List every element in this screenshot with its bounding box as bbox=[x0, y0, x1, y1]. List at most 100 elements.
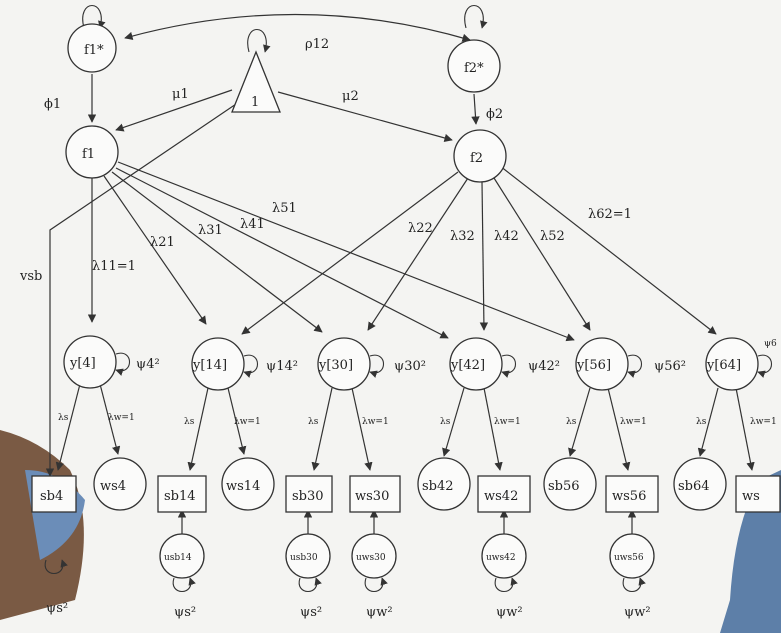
ws-node-14: ws14 bbox=[221, 457, 275, 511]
ws-node-64: ws bbox=[735, 475, 781, 513]
u-paths bbox=[177, 509, 637, 534]
sb-node-64: sb64 bbox=[673, 457, 727, 511]
svg-text:λw=1: λw=1 bbox=[362, 417, 389, 427]
svg-text:λw=1: λw=1 bbox=[108, 413, 135, 423]
y-node-4: y[4] ψ4² bbox=[63, 335, 160, 389]
phi2-label: ϕ2 bbox=[486, 107, 503, 122]
svg-text:λw=1: λw=1 bbox=[750, 417, 777, 427]
ws-node-4: ws4 bbox=[93, 457, 147, 511]
svg-text:sb64: sb64 bbox=[678, 479, 710, 494]
const-loop bbox=[247, 28, 271, 53]
svg-text:ψ6: ψ6 bbox=[764, 339, 777, 349]
u-node-sb14: usb14 ψs² bbox=[159, 533, 205, 620]
svg-text:ψ42²: ψ42² bbox=[528, 359, 560, 374]
lambda-s-labels: λs λs λs λs λs λs bbox=[58, 413, 707, 427]
y-node-30: y[30] ψ30² bbox=[317, 337, 426, 391]
f1-to-y42 bbox=[115, 167, 449, 339]
svg-text:λs: λs bbox=[696, 417, 707, 427]
f1star-label: f1* bbox=[84, 43, 104, 58]
u-node-ws56: uws56 ψw² bbox=[609, 533, 655, 620]
ws-node-56: ws56 bbox=[605, 475, 659, 513]
mu2-path bbox=[277, 91, 453, 143]
loading-l22: λ22 bbox=[408, 221, 433, 236]
svg-text:usb14: usb14 bbox=[164, 553, 192, 563]
svg-text:y[4]: y[4] bbox=[69, 356, 96, 371]
svg-text:y[56]: y[56] bbox=[576, 358, 611, 373]
sb4-psi-label: ψs² bbox=[46, 601, 68, 616]
f1star-variance-loop bbox=[82, 4, 106, 29]
f1star-node bbox=[67, 23, 117, 73]
f2star-label: f2* bbox=[464, 61, 484, 76]
sb-node-42: sb42 bbox=[417, 457, 471, 511]
mu1-path bbox=[115, 89, 233, 132]
ws-node-42: ws42 bbox=[477, 475, 531, 513]
f2-to-y30 bbox=[367, 177, 469, 331]
svg-text:ψs²: ψs² bbox=[174, 605, 196, 620]
svg-text:usb30: usb30 bbox=[290, 553, 318, 563]
svg-text:ψs²: ψs² bbox=[300, 605, 322, 620]
svg-text:ψ56²: ψ56² bbox=[654, 359, 686, 374]
svg-text:ψ4²: ψ4² bbox=[136, 357, 160, 372]
loading-l52: λ52 bbox=[540, 229, 565, 244]
f2-to-y64 bbox=[499, 165, 717, 335]
svg-text:ws14: ws14 bbox=[226, 479, 260, 494]
svg-text:y[14]: y[14] bbox=[192, 358, 227, 373]
loading-l42: λ42 bbox=[494, 229, 519, 244]
y-node-42: y[42] ψ42² bbox=[449, 337, 560, 391]
f2star-node bbox=[447, 39, 501, 93]
f2-to-y14 bbox=[241, 171, 459, 335]
loading-l21: λ21 bbox=[150, 235, 175, 250]
svg-text:ψ30²: ψ30² bbox=[394, 359, 426, 374]
svg-text:λs: λs bbox=[440, 417, 451, 427]
loading-l31: λ31 bbox=[198, 223, 223, 238]
sb-node-14: sb14 bbox=[157, 475, 207, 513]
vsb-label: vsb bbox=[19, 269, 42, 284]
f1-label: f1 bbox=[82, 147, 95, 162]
svg-text:ws42: ws42 bbox=[484, 489, 518, 504]
svg-text:y[64]: y[64] bbox=[706, 358, 741, 373]
svg-text:λw=1: λw=1 bbox=[234, 417, 261, 427]
svg-text:sb42: sb42 bbox=[422, 479, 454, 494]
f1-to-y56 bbox=[117, 161, 575, 342]
mu2-label: μ2 bbox=[342, 89, 359, 104]
constant-label: 1 bbox=[251, 95, 259, 110]
svg-text:y[30]: y[30] bbox=[318, 358, 353, 373]
rho-covariance-arc bbox=[124, 13, 471, 42]
f2-node bbox=[453, 129, 507, 183]
loading-l51: λ51 bbox=[272, 201, 297, 216]
svg-text:ws56: ws56 bbox=[612, 489, 646, 504]
svg-text:λs: λs bbox=[566, 417, 577, 427]
f1-to-y14 bbox=[103, 175, 207, 325]
sb-node-30: sb30 bbox=[285, 475, 333, 513]
svg-text:λs: λs bbox=[58, 413, 69, 423]
rho-label: ρ12 bbox=[305, 37, 329, 52]
f1-to-y30 bbox=[111, 171, 323, 333]
u-node-ws42: uws42 ψw² bbox=[481, 533, 527, 620]
f2-to-y42 bbox=[479, 181, 489, 331]
ws-node-30: ws30 bbox=[349, 475, 401, 513]
svg-text:λw=1: λw=1 bbox=[494, 417, 521, 427]
svg-text:sb30: sb30 bbox=[292, 489, 324, 504]
f1-node bbox=[65, 125, 119, 179]
sb-node-56: sb56 bbox=[543, 457, 597, 511]
svg-text:sb56: sb56 bbox=[548, 479, 580, 494]
svg-text:λs: λs bbox=[184, 417, 195, 427]
y-node-56: y[56] ψ56² bbox=[575, 337, 686, 391]
svg-text:ψw²: ψw² bbox=[366, 605, 393, 620]
sb4-residual-loop bbox=[44, 559, 68, 574]
svg-text:sb14: sb14 bbox=[164, 489, 196, 504]
svg-text:y[42]: y[42] bbox=[450, 358, 485, 373]
svg-text:uws56: uws56 bbox=[614, 553, 644, 563]
svg-text:uws30: uws30 bbox=[356, 553, 386, 563]
f2-label: f2 bbox=[470, 151, 483, 166]
loading-l11: λ11=1 bbox=[92, 259, 136, 274]
svg-text:ψw²: ψw² bbox=[624, 605, 651, 620]
vsb-path bbox=[45, 99, 243, 477]
sb-node-4: sb4 bbox=[31, 475, 77, 513]
y-node-14: y[14] ψ14² bbox=[191, 337, 298, 391]
constant-triangle bbox=[231, 50, 281, 113]
lambda-w-labels: λw=1 λw=1 λw=1 λw=1 λw=1 λw=1 bbox=[108, 413, 777, 427]
phi2-path bbox=[471, 93, 480, 125]
